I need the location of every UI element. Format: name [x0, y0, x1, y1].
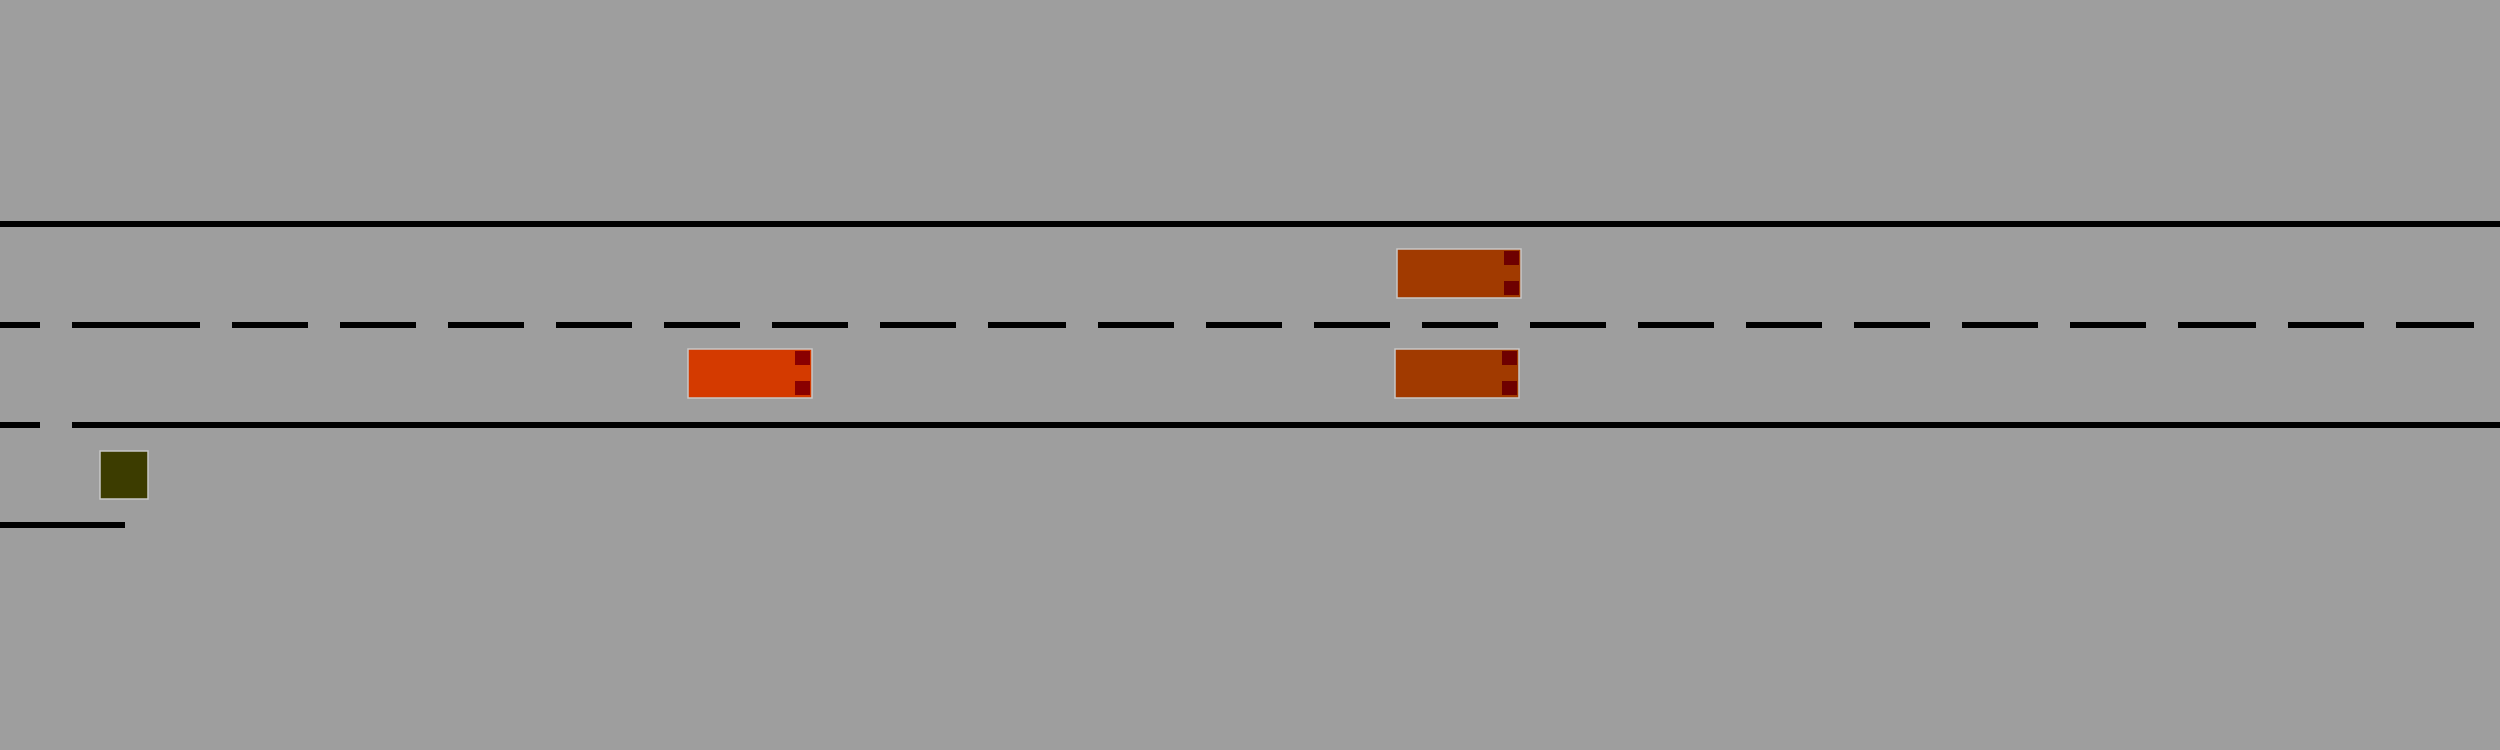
vehicle-1: [1396, 248, 1522, 299]
vehicle-3: [99, 450, 149, 500]
ego-vehicle: [687, 348, 813, 399]
vehicle-2-headlight-top: [1502, 351, 1517, 365]
ego-vehicle-headlight-top: [795, 351, 810, 365]
vehicle-2: [1394, 348, 1520, 399]
vehicle-1-headlight-top: [1504, 251, 1519, 265]
vehicle-2-headlight-bottom: [1502, 381, 1517, 395]
vehicle-1-headlight-bottom: [1504, 281, 1519, 295]
ego-vehicle-headlight-bottom: [795, 381, 810, 395]
